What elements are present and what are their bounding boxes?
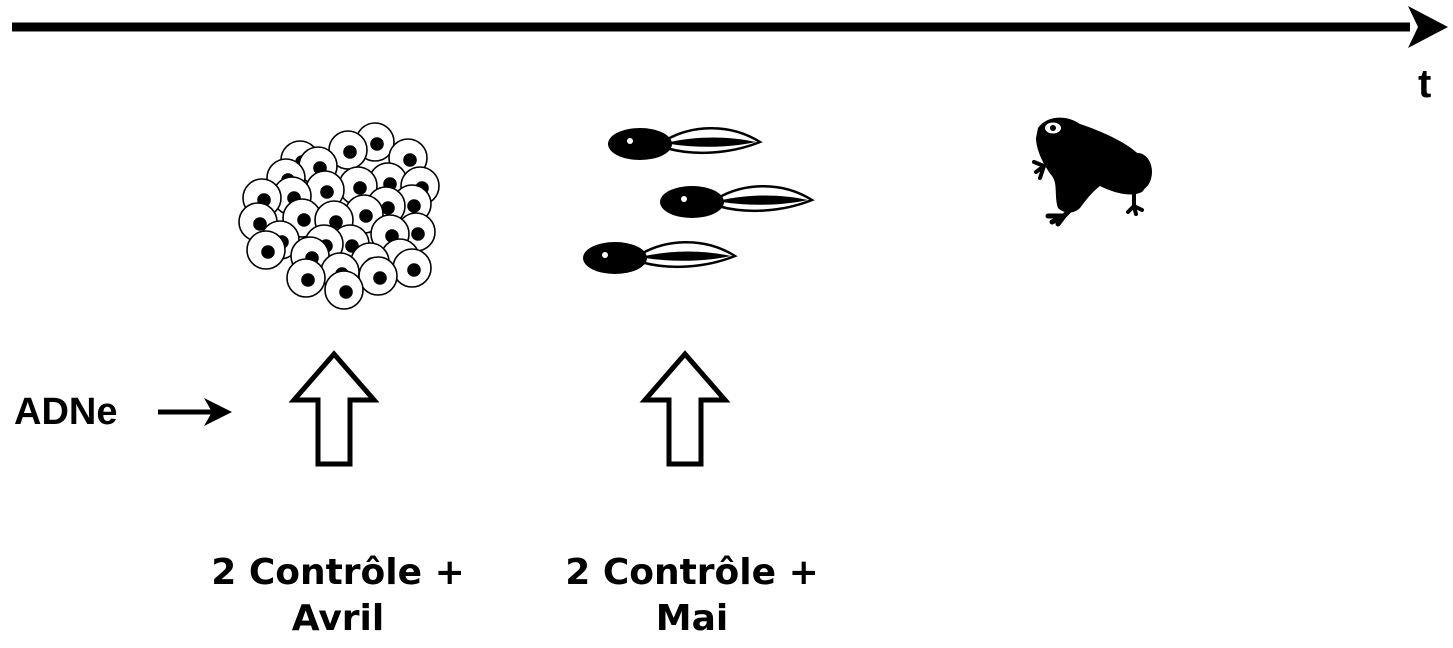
- egg-nucleus-icon: [320, 185, 334, 199]
- egg-nucleus-icon: [343, 145, 357, 159]
- egg-nucleus-icon: [329, 215, 343, 229]
- egg-nucleus-icon: [339, 285, 353, 299]
- egg-nucleus-icon: [297, 213, 311, 227]
- egg-nucleus-icon: [403, 153, 417, 167]
- tadpoles-icon: [583, 127, 815, 274]
- egg-nucleus-icon: [261, 245, 275, 259]
- egg-nucleus-icon: [353, 181, 367, 195]
- sampling-arrow-april-icon: [288, 350, 380, 467]
- frog-eggs-icon: [238, 122, 440, 310]
- egg-nucleus-icon: [407, 263, 421, 277]
- egg-nucleus-icon: [370, 137, 384, 151]
- caption-line: 2 Contrôle +: [211, 552, 465, 593]
- frog-icon: [1032, 117, 1152, 227]
- egg-nucleus-icon: [345, 239, 359, 253]
- caption-line: 2 Contrôle +: [565, 552, 819, 593]
- edna-arrow-icon: [158, 398, 232, 426]
- egg-nucleus-icon: [407, 199, 421, 213]
- sampling-arrow-may-icon: [639, 350, 731, 467]
- egg-nucleus-icon: [253, 217, 267, 231]
- edna-label: ADNe: [14, 391, 118, 433]
- tadpole-icon: [608, 127, 763, 160]
- egg-nucleus-icon: [373, 271, 387, 285]
- caption-line: Avril: [291, 598, 385, 639]
- tadpole-icon: [660, 185, 815, 218]
- tadpole-icon: [583, 241, 738, 274]
- egg-nucleus-icon: [381, 201, 395, 215]
- egg-nucleus-icon: [411, 227, 425, 241]
- time-axis-arrow: [12, 6, 1448, 48]
- time-axis-label: t: [1418, 62, 1432, 106]
- egg-nucleus-icon: [359, 209, 373, 223]
- egg-nucleus-icon: [301, 273, 315, 287]
- sample-caption-may: 2 Contrôle + Mai: [542, 550, 842, 642]
- caption-line: Mai: [655, 598, 729, 639]
- sample-caption-april: 2 Contrôle + Avril: [188, 550, 488, 642]
